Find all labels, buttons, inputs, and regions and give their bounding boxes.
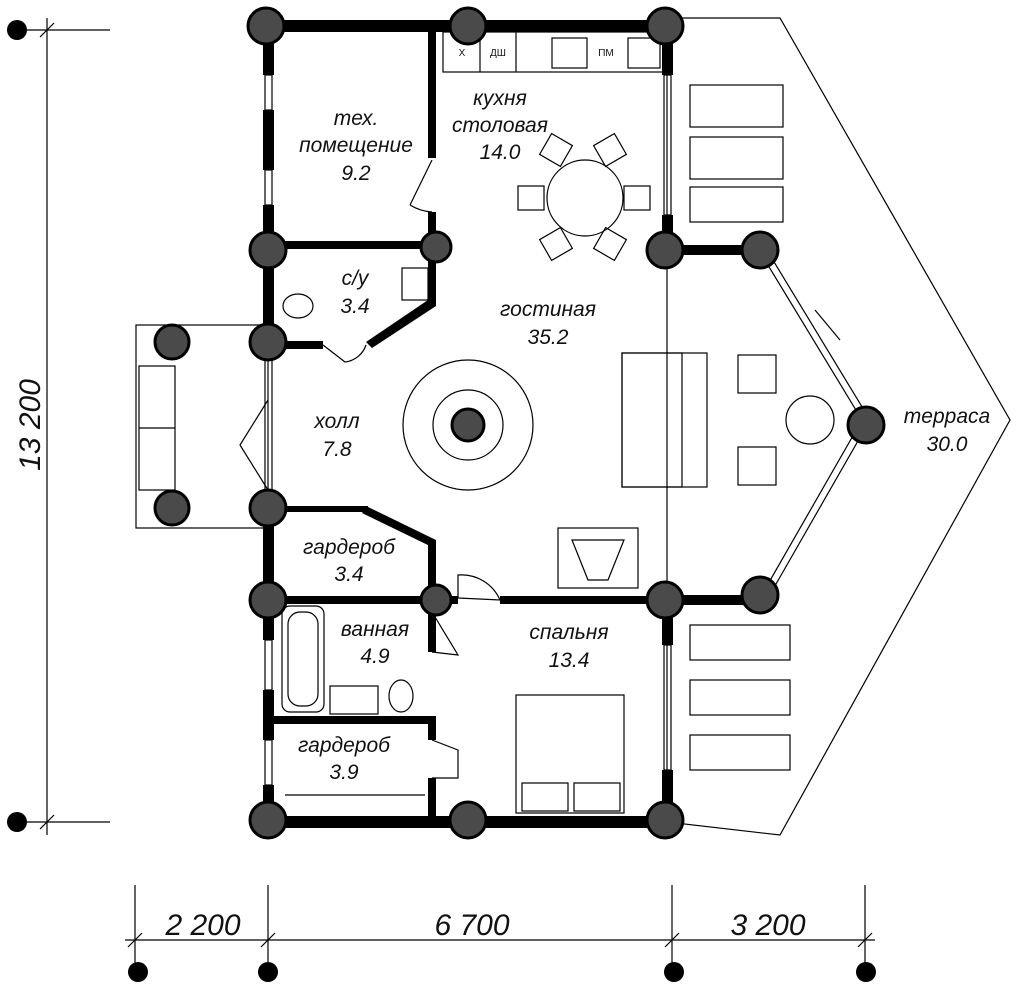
tech-room-name2: помещение xyxy=(299,134,413,157)
kitchen-name: кухня xyxy=(473,87,527,110)
kitchen-name2: столовая xyxy=(452,114,548,137)
microwave-label: ПМ xyxy=(598,48,614,59)
tech-room-area: 9.2 xyxy=(341,162,371,185)
bedroom-area: 13.4 xyxy=(549,649,590,672)
hall-name: холл xyxy=(313,410,359,433)
bedroom-name: спальня xyxy=(529,621,608,644)
hall-area: 7.8 xyxy=(322,438,352,461)
bathroom-fixtures xyxy=(281,267,429,796)
bath-area: 4.9 xyxy=(360,645,390,668)
porch xyxy=(135,324,269,529)
dining-table xyxy=(517,132,651,262)
terrace-outline xyxy=(666,17,1011,836)
wardrobe2-name: гардероб xyxy=(298,734,391,757)
doors xyxy=(239,159,841,779)
terrace-area: 30.0 xyxy=(927,433,968,456)
dishwasher-label: ДШ xyxy=(490,48,506,59)
wardrobe1-area: 3.4 xyxy=(334,563,363,586)
log-columns xyxy=(153,6,886,840)
wc-name: с/у xyxy=(342,267,370,290)
bed xyxy=(515,694,625,814)
dimension-lines xyxy=(7,18,876,982)
height-dimension: 13 200 xyxy=(14,379,47,471)
bath-name: ванная xyxy=(341,618,409,641)
fridge-label: Х xyxy=(459,48,466,59)
living-area: 35.2 xyxy=(528,326,569,349)
kitchen-area: 14.0 xyxy=(480,141,521,164)
width-dimension-3: 3 200 xyxy=(730,909,805,942)
wc-area: 3.4 xyxy=(340,295,369,318)
wardrobe1-name: гардероб xyxy=(303,536,396,559)
tech-room-name: тех. xyxy=(334,107,379,130)
width-dimension-2: 6 700 xyxy=(434,909,509,942)
living-furniture xyxy=(402,352,835,589)
living-name: гостиная xyxy=(500,298,596,321)
width-dimension-1: 2 200 xyxy=(164,909,240,942)
wardrobe2-area: 3.9 xyxy=(329,761,359,784)
terrace-benches xyxy=(689,84,791,771)
terrace-name: терраса xyxy=(904,405,990,428)
